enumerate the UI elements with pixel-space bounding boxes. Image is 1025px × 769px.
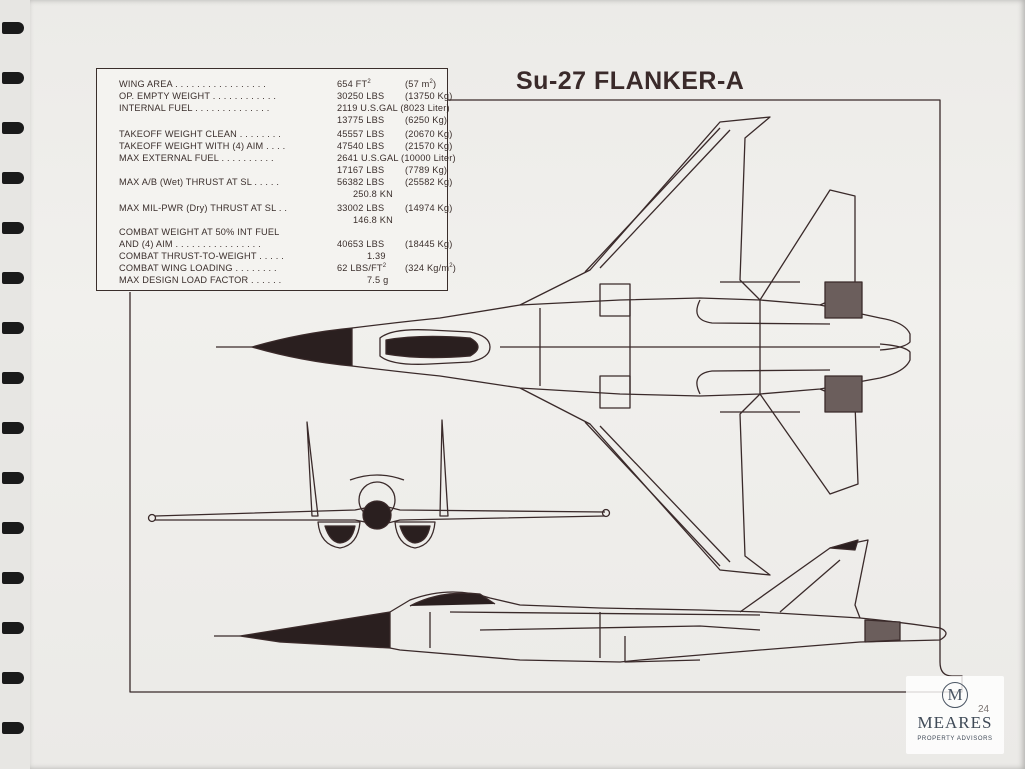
spec-row: TAKEOFF WEIGHT CLEAN . . . . . . . . 4555… (119, 129, 452, 139)
spec-value: 654 FT2 (337, 79, 371, 89)
front-left-intake (317, 521, 361, 549)
binding-ring (2, 72, 24, 84)
front-right-intake (394, 521, 436, 549)
spec-value: 146.8 KN (353, 215, 393, 225)
spec-value: 250.8 KN (353, 189, 393, 199)
spec-value: 33002 LBS (337, 203, 385, 213)
meares-watermark: M MEARES PROPERTY ADVISORS (906, 676, 1004, 754)
spec-value: 1.39 (367, 251, 386, 261)
spec-row: AND (4) AIM . . . . . . . . . . . . . . … (119, 239, 452, 249)
binding-ring (2, 172, 24, 184)
page-title: Su-27 FLANKER-A (516, 67, 745, 95)
binding-ring (2, 572, 24, 584)
spec-metric: (20670 Kg) (405, 129, 453, 139)
binding-ring (2, 672, 24, 684)
spec-label: OP. EMPTY WEIGHT . . . . . . . . . . . . (119, 91, 277, 101)
side-view (214, 539, 947, 663)
spec-label: MAX MIL-PWR (Dry) THRUST AT SL . . (119, 203, 288, 213)
spec-label: TAKEOFF WEIGHT CLEAN . . . . . . . . (119, 129, 282, 139)
spec-row: COMBAT WING LOADING . . . . . . . . 62 LB… (119, 263, 456, 273)
front-left-fin (306, 421, 319, 517)
binding-ring (2, 372, 24, 384)
front-nose (362, 500, 392, 530)
spec-label: INTERNAL FUEL . . . . . . . . . . . . . … (119, 103, 270, 113)
spec-value: 30250 LBS (337, 91, 385, 101)
top-left-wing (519, 116, 771, 306)
spec-value: 2641 U.S.GAL (10000 Liter) (337, 153, 456, 163)
binding-ring (2, 522, 24, 534)
top-right-nozzle (824, 375, 863, 413)
spec-label: MAX EXTERNAL FUEL . . . . . . . . . . (119, 153, 274, 163)
spec-row: MAX EXTERNAL FUEL . . . . . . . . . . 264… (119, 153, 456, 163)
spec-label: COMBAT THRUST-TO-WEIGHT . . . . . (119, 251, 285, 261)
spec-metric: (25582 Kg) (405, 177, 453, 187)
top-left-nozzle (824, 281, 863, 319)
binding-ring (2, 122, 24, 134)
spec-metric: (14974 Kg) (405, 203, 453, 213)
binding-ring (2, 272, 24, 284)
spec-value: 62 LBS/FT2 (337, 263, 387, 273)
spec-label: WING AREA . . . . . . . . . . . . . . . … (119, 79, 266, 89)
spec-metric: (7789 Kg) (405, 165, 448, 175)
spec-label: TAKEOFF WEIGHT WITH (4) AIM . . . . (119, 141, 286, 151)
binding-ring (2, 622, 24, 634)
binding-ring (2, 472, 24, 484)
front-view (147, 419, 611, 549)
spec-metric: (57 m2) (405, 79, 437, 89)
specifications-table: WING AREA . . . . . . . . . . . . . . . … (96, 68, 456, 291)
top-right-wing (519, 387, 771, 576)
spec-row: TAKEOFF WEIGHT WITH (4) AIM . . . . 47540… (119, 141, 452, 151)
side-canopy (409, 592, 496, 607)
spec-label: COMBAT WEIGHT AT 50% INT FUEL (119, 227, 280, 237)
spec-metric: (21570 Kg) (405, 141, 453, 151)
front-right-wingtip (601, 508, 611, 518)
spec-label: AND (4) AIM . . . . . . . . . . . . . . … (119, 239, 261, 249)
spec-value: 47540 LBS (337, 141, 385, 151)
spec-value: 2119 U.S.GAL (8023 Liter) (337, 103, 450, 113)
binding-ring (2, 22, 24, 34)
spec-row: WING AREA . . . . . . . . . . . . . . . … (119, 79, 436, 89)
spec-row: OP. EMPTY WEIGHT . . . . . . . . . . . .… (119, 91, 452, 101)
spec-value: 13775 LBS (337, 115, 385, 125)
side-vertical-fin (739, 539, 869, 619)
spec-row: MAX DESIGN LOAD FACTOR . . . . . . 7.5 g (119, 275, 388, 285)
meares-logo-icon: M (942, 682, 968, 708)
spec-label: MAX A/B (Wet) THRUST AT SL . . . . . (119, 177, 280, 187)
binding-ring (2, 322, 24, 334)
top-canopy (379, 329, 491, 365)
spec-metric: (18445 Kg) (405, 239, 453, 249)
spec-row: COMBAT THRUST-TO-WEIGHT . . . . . 1.39 (119, 251, 385, 261)
spec-value: 40653 LBS (337, 239, 385, 249)
spec-value: 17167 LBS (337, 165, 385, 175)
watermark-name: MEARES (917, 713, 993, 732)
side-nozzle (864, 619, 901, 643)
binding-ring (2, 422, 24, 434)
binding-ring (2, 722, 24, 734)
spiral-binding (0, 0, 40, 769)
front-left-wingtip (147, 513, 157, 523)
spec-label: COMBAT WING LOADING . . . . . . . . (119, 263, 277, 273)
top-view (216, 116, 911, 576)
spec-label: MAX DESIGN LOAD FACTOR . . . . . . (119, 275, 282, 285)
spec-metric: (6250 Kg) (405, 115, 448, 125)
front-right-fin (439, 419, 449, 517)
page-number: 24 (978, 704, 990, 715)
spec-value: 45557 LBS (337, 129, 385, 139)
top-nose-radome (251, 327, 353, 367)
spec-metric: (13750 Kg) (405, 91, 453, 101)
spec-row: MAX MIL-PWR (Dry) THRUST AT SL . . 33002 … (119, 203, 452, 213)
watermark-tagline: PROPERTY ADVISORS (917, 736, 993, 742)
spec-value: 7.5 g (367, 275, 389, 285)
side-nose-radome (239, 611, 391, 649)
spec-metric: (324 Kg/m2) (405, 263, 456, 273)
spec-row: COMBAT WEIGHT AT 50% INT FUEL (119, 227, 280, 237)
binding-ring (2, 222, 24, 234)
spec-value: 56382 LBS (337, 177, 385, 187)
spec-row: INTERNAL FUEL . . . . . . . . . . . . . … (119, 103, 450, 113)
spec-row: MAX A/B (Wet) THRUST AT SL . . . . . 5638… (119, 177, 452, 187)
